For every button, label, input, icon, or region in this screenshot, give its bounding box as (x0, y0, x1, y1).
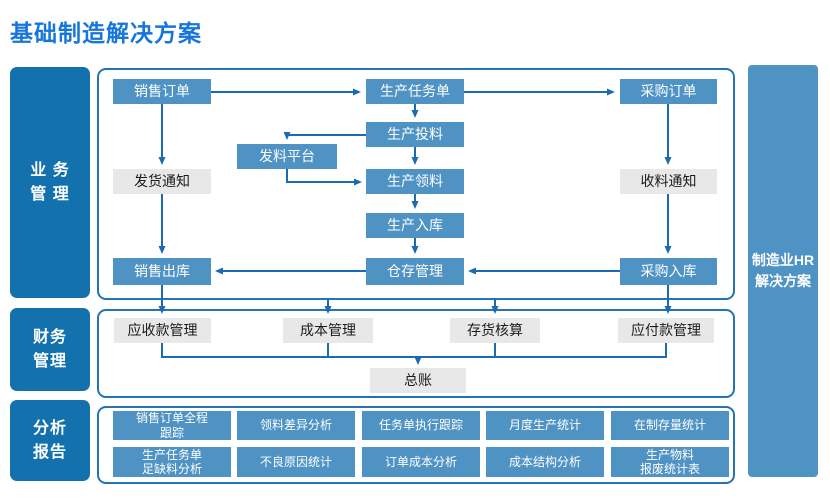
flow-box-purchase-order: 采购订单 (620, 79, 717, 104)
finance-box-inventory-accounting: 存货核算 (450, 318, 540, 343)
analysis-box-picking-variance: 领料差异分析 (237, 411, 355, 440)
analysis-box-sales-order-tracking: 销售订单全程 跟踪 (113, 411, 231, 440)
analysis-box-material-scrap: 生产物料 报废统计表 (611, 447, 729, 477)
page-title: 基础制造解决方案 (10, 20, 202, 46)
finance-box-payables: 应付款管理 (618, 318, 714, 343)
flow-box-sales-outbound: 销售出库 (113, 258, 211, 285)
flow-box-receiving-notice: 收料通知 (620, 169, 717, 194)
finance-box-cost-mgmt: 成本管理 (283, 318, 373, 343)
flow-box-production-feeding: 生产投料 (366, 122, 464, 147)
flow-box-material-platform: 发料平台 (237, 144, 337, 169)
sidebar-item-business: 业 务 管 理 (10, 67, 90, 298)
analysis-box-defect-cause: 不良原因统计 (237, 447, 355, 477)
flow-box-delivery-notice: 发货通知 (113, 169, 211, 194)
flow-box-purchase-inbound: 采购入库 (620, 258, 717, 285)
sidebar-item-analysis: 分析 报告 (10, 400, 90, 481)
finance-box-receivables: 应收款管理 (114, 318, 211, 343)
hr-solution-panel: 制造业HR 解决方案 (748, 65, 818, 477)
sidebar-item-finance: 财务 管理 (10, 308, 90, 391)
flow-box-warehouse-mgmt: 仓存管理 (366, 258, 464, 285)
flow-box-production-inbound: 生产入库 (366, 213, 464, 238)
analysis-box-wip-inventory: 在制存量统计 (611, 411, 729, 440)
flow-box-production-picking: 生产领料 (366, 169, 464, 194)
analysis-box-monthly-production: 月度生产统计 (486, 411, 604, 440)
flow-box-sales-order: 销售订单 (113, 79, 211, 104)
finance-box-general-ledger: 总账 (370, 368, 466, 393)
analysis-box-task-execution: 任务单执行跟踪 (362, 411, 480, 440)
flow-box-production-task: 生产任务单 (366, 79, 464, 104)
analysis-box-task-shortage: 生产任务单 足缺料分析 (113, 447, 231, 477)
analysis-box-cost-structure: 成本结构分析 (486, 447, 604, 477)
analysis-box-order-cost: 订单成本分析 (362, 447, 480, 477)
